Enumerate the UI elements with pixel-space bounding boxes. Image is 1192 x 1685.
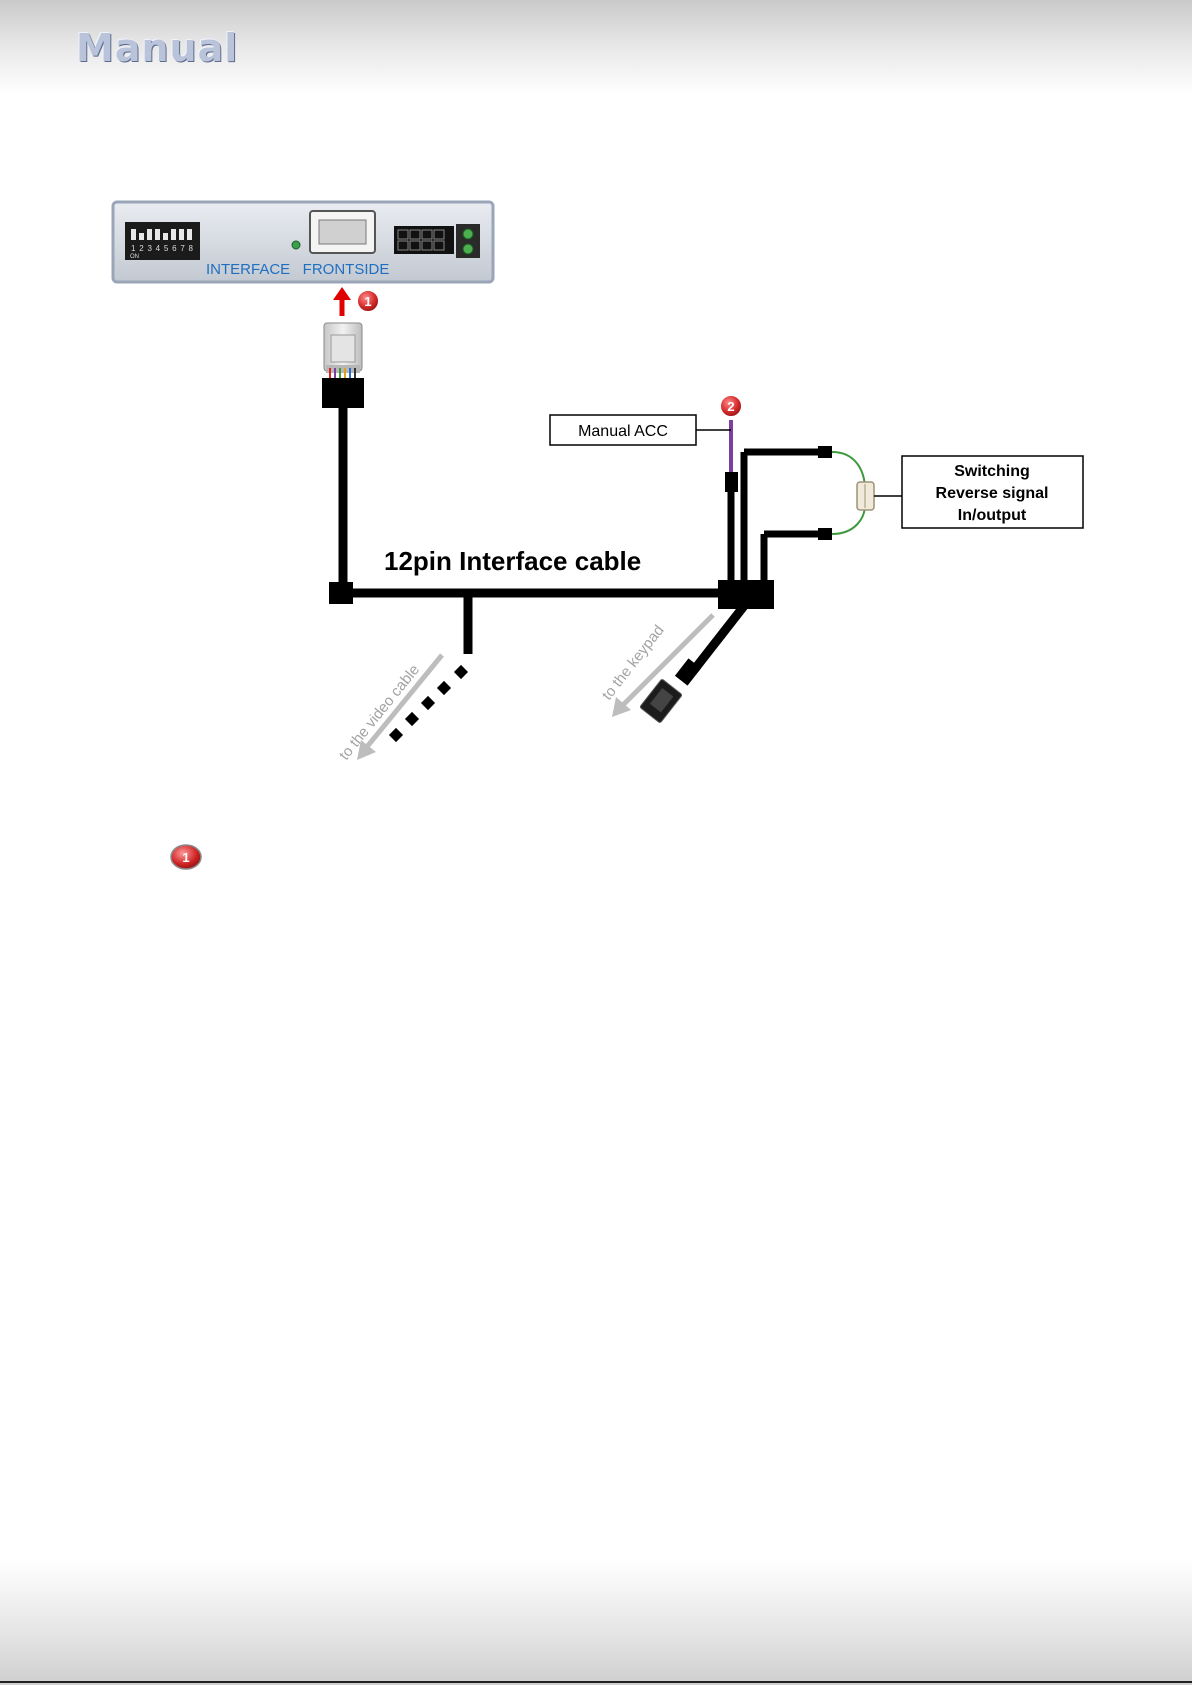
harness-junction-right	[718, 580, 774, 609]
svg-text:1: 1	[364, 294, 371, 309]
video-cable-label: to the video cable	[336, 661, 423, 763]
dip-on-label: ON	[130, 254, 139, 260]
switching-box: Switching Reverse signal In/output	[902, 456, 1083, 528]
svg-text:In/output: In/output	[958, 507, 1027, 524]
cable-title: 12pin Interface cable	[384, 546, 641, 576]
red-arrow-icon	[333, 287, 351, 316]
manual-acc-box: Manual ACC	[550, 415, 696, 445]
svg-text:Reverse signal: Reverse signal	[936, 485, 1049, 502]
svg-text:2: 2	[727, 399, 734, 414]
fuse-icon	[857, 482, 874, 510]
plug-boot	[322, 378, 364, 408]
svg-text:Manual ACC: Manual ACC	[578, 423, 668, 440]
status-led-icon	[292, 241, 300, 249]
harness-junction-left	[329, 582, 353, 604]
note-badge-1: 1	[169, 843, 203, 871]
callout-2: 2	[720, 395, 742, 417]
12pin-plug-icon	[324, 323, 362, 378]
svg-text:Switching: Switching	[954, 463, 1030, 480]
svg-text:1: 1	[182, 850, 189, 865]
footer-band	[0, 1560, 1192, 1685]
interface-frontside-label: INTERFACE FRONTSIDE	[206, 261, 389, 278]
interface-unit: 12345678 ON INTERFACE FRONTSIDE	[113, 202, 493, 282]
keypad-connector-icon	[640, 679, 683, 723]
footer-rule	[0, 1681, 1192, 1683]
callout-1: 1	[357, 290, 379, 312]
